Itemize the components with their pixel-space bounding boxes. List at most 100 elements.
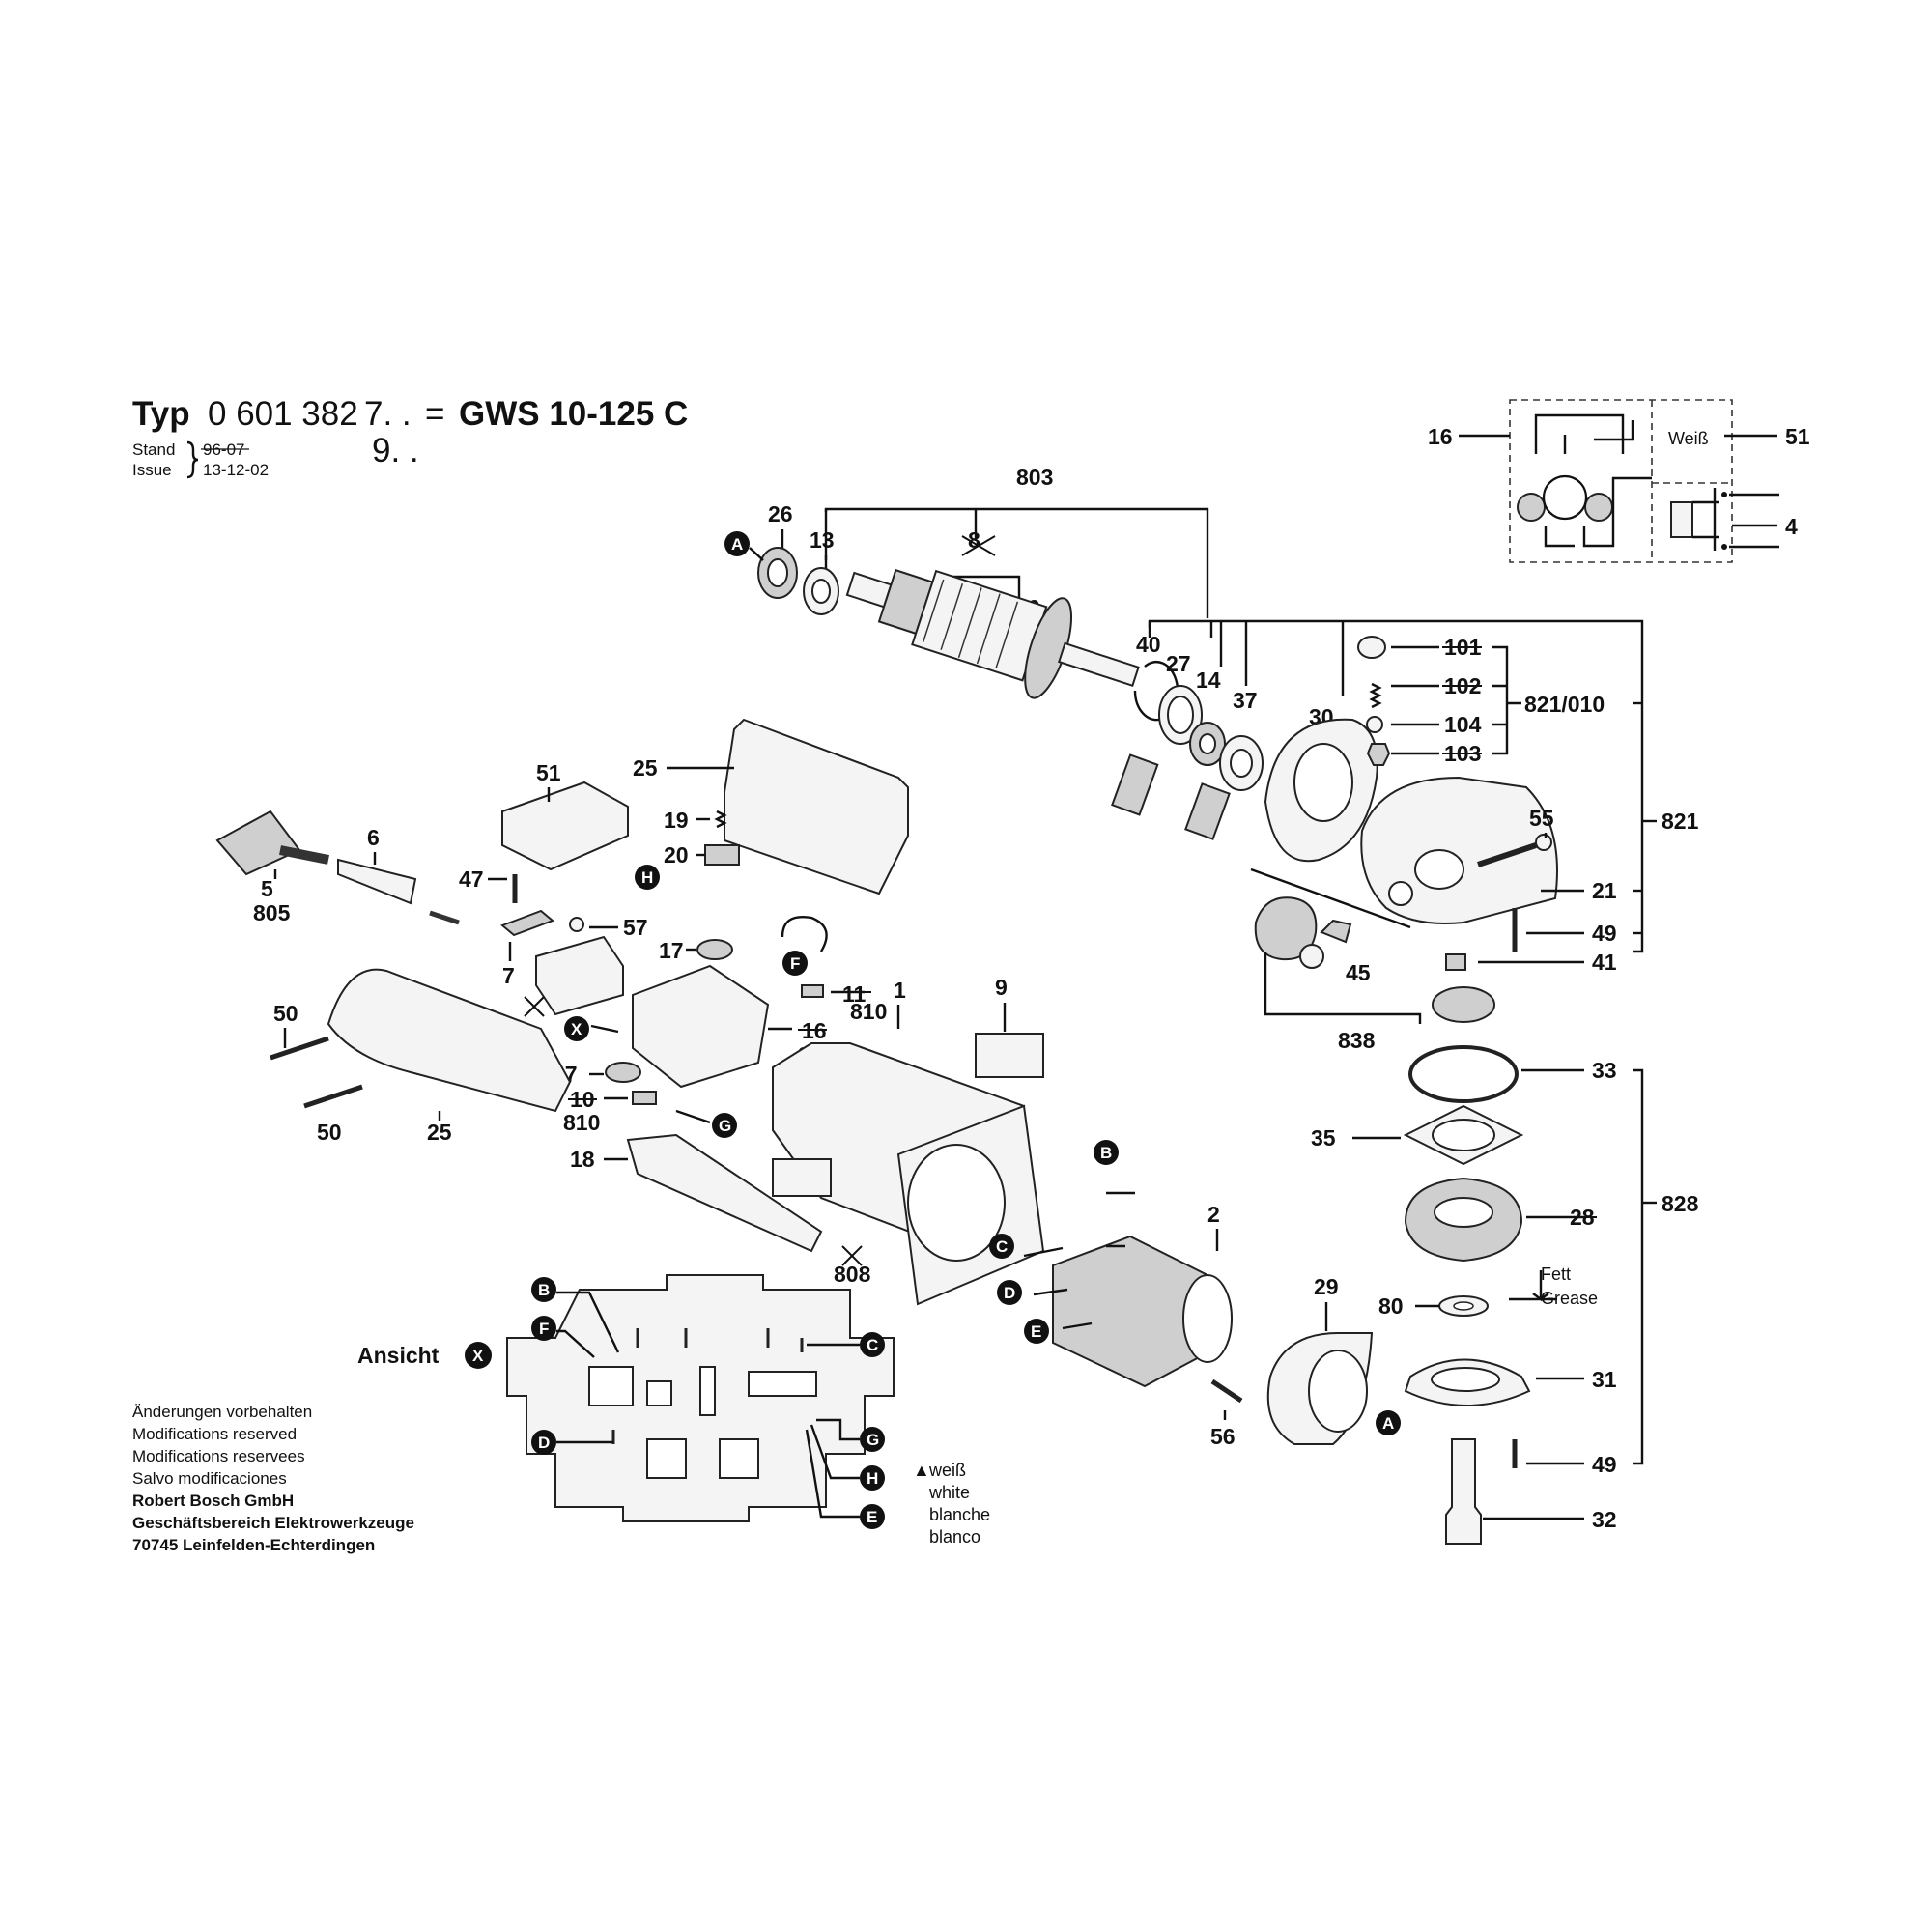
type-plate-part: [772, 1158, 832, 1197]
legend-en: white: [928, 1483, 970, 1502]
part-label: 19: [664, 808, 689, 833]
connector-h-bubble: H: [635, 865, 660, 890]
part-label: 9: [995, 975, 1008, 1000]
cord-sleeve-part: [337, 858, 417, 905]
svg-text:B: B: [538, 1281, 550, 1299]
part-label: 20: [664, 842, 689, 867]
needle-sleeve-part: [1184, 782, 1231, 840]
capacitor-icon: [1670, 501, 1693, 538]
part-label: 29: [1314, 1274, 1339, 1299]
grease-label-en: Grease: [1541, 1289, 1598, 1308]
part-label: 7: [502, 963, 515, 988]
svg-text:C: C: [867, 1336, 878, 1354]
part-label: 37: [1233, 688, 1258, 713]
connector-f-bubble: F: [782, 951, 808, 976]
connector-g-bubble: G: [860, 1427, 885, 1452]
svg-text:F: F: [539, 1320, 549, 1338]
typ-label: Typ: [132, 395, 190, 433]
lock-button-part: [1357, 636, 1386, 659]
assembly-label: 838: [1338, 1028, 1376, 1053]
wire-color-label: Weiß: [1668, 429, 1709, 448]
spring-part: [1369, 682, 1382, 709]
connector-d-bubble: D: [531, 1430, 556, 1455]
clip-part: [1320, 919, 1352, 944]
variant-b: 9. .: [372, 432, 419, 469]
power-cord-part: [279, 845, 329, 865]
part-label: 805: [253, 900, 291, 925]
slide-switch-part: [626, 1133, 823, 1253]
wire-lead-part: [1023, 1191, 1135, 1330]
part-label: 27: [1166, 651, 1191, 676]
ring-gear-part: [1432, 986, 1495, 1023]
legend-fr: blanche: [929, 1505, 990, 1524]
svg-text:X: X: [472, 1347, 484, 1365]
division-name: Geschäftsbereich Elektrowerkzeuge: [132, 1514, 414, 1532]
part-label: 35: [1311, 1125, 1336, 1151]
company-address: 70745 Leinfelden-Echterdingen: [132, 1536, 375, 1554]
part-label: 32: [1592, 1507, 1617, 1532]
on-off-switch-part: [535, 935, 624, 1016]
connector-b-bubble: B: [1094, 1140, 1119, 1165]
part-label: 49: [1592, 921, 1617, 946]
svg-text:B: B: [1100, 1144, 1112, 1162]
part-label: 25: [633, 755, 658, 781]
connector-x-bubble: X: [564, 1016, 589, 1041]
connector-e-bubble: E: [860, 1504, 885, 1529]
part-label: 45: [1346, 960, 1371, 985]
power-plug-part: [215, 810, 301, 876]
part-label: 33: [1592, 1058, 1617, 1083]
part-label: 808: [834, 1262, 871, 1287]
issue-value: 13-12-02: [203, 461, 269, 479]
rear-cover-part: [327, 968, 572, 1113]
part-label: 47: [459, 867, 484, 892]
part-label: 55: [1529, 806, 1554, 831]
stand-label: Stand: [132, 440, 175, 459]
part-label: 16: [1428, 424, 1453, 449]
svg-text:E: E: [867, 1508, 877, 1526]
connector-a-bubble: A: [724, 531, 750, 556]
svg-text:D: D: [538, 1434, 550, 1452]
footer-line: Modifications reserved: [132, 1425, 297, 1443]
svg-text:A: A: [1382, 1414, 1394, 1433]
connector-d-bubble: D: [997, 1280, 1022, 1305]
armature-group: 803 8 3/50 26 13: [757, 465, 1209, 699]
part-label: 810: [850, 999, 887, 1024]
nut-part: [1299, 944, 1324, 969]
part-label: 56: [1210, 1424, 1236, 1449]
svg-text:A: A: [731, 535, 743, 554]
strike-line: [841, 1245, 863, 1266]
pinion-gear-part: [1254, 896, 1318, 961]
svg-text:F: F: [790, 954, 800, 973]
svg-text:D: D: [1004, 1284, 1015, 1302]
switch-cover-part: [501, 781, 629, 871]
view-label: Ansicht: [357, 1343, 440, 1368]
spindle-part: [1445, 1438, 1482, 1545]
connector-c-bubble: C: [860, 1332, 885, 1357]
part-label: 40: [1136, 632, 1161, 657]
part-label: 5: [261, 876, 273, 901]
svg-text:H: H: [641, 868, 653, 887]
title-block: Typ 0 601 382 7. . = GWS 10-125 C 9. . S…: [132, 395, 688, 479]
carbon-brush-part: [632, 1091, 657, 1105]
svg-text:X: X: [571, 1020, 582, 1038]
connector-h-bubble: H: [860, 1465, 885, 1491]
part-label: 6: [367, 825, 380, 850]
strike-line: [961, 535, 996, 556]
armature-symbol-icon: [1542, 474, 1588, 521]
bushing-part: [1445, 953, 1466, 971]
equals-sign: =: [425, 395, 444, 433]
svg-text:H: H: [867, 1469, 878, 1488]
footer-block: Änderungen vorbehalten Modifications res…: [132, 1403, 414, 1554]
handle-housing-part: [724, 718, 909, 895]
assembly-label: 821: [1662, 809, 1699, 834]
needle-sleeve-part: [1111, 753, 1159, 816]
screw-part: [1477, 842, 1537, 867]
part-label: 31: [1592, 1367, 1617, 1392]
spring-part: [714, 810, 727, 829]
brush-spring-part: [605, 1062, 641, 1083]
screw-part: [270, 1036, 329, 1061]
legend-de: weiß: [928, 1461, 966, 1480]
part-label: 51: [536, 760, 561, 785]
gear-head-group: 40 27 14 37 30 101: [1111, 619, 1699, 1053]
